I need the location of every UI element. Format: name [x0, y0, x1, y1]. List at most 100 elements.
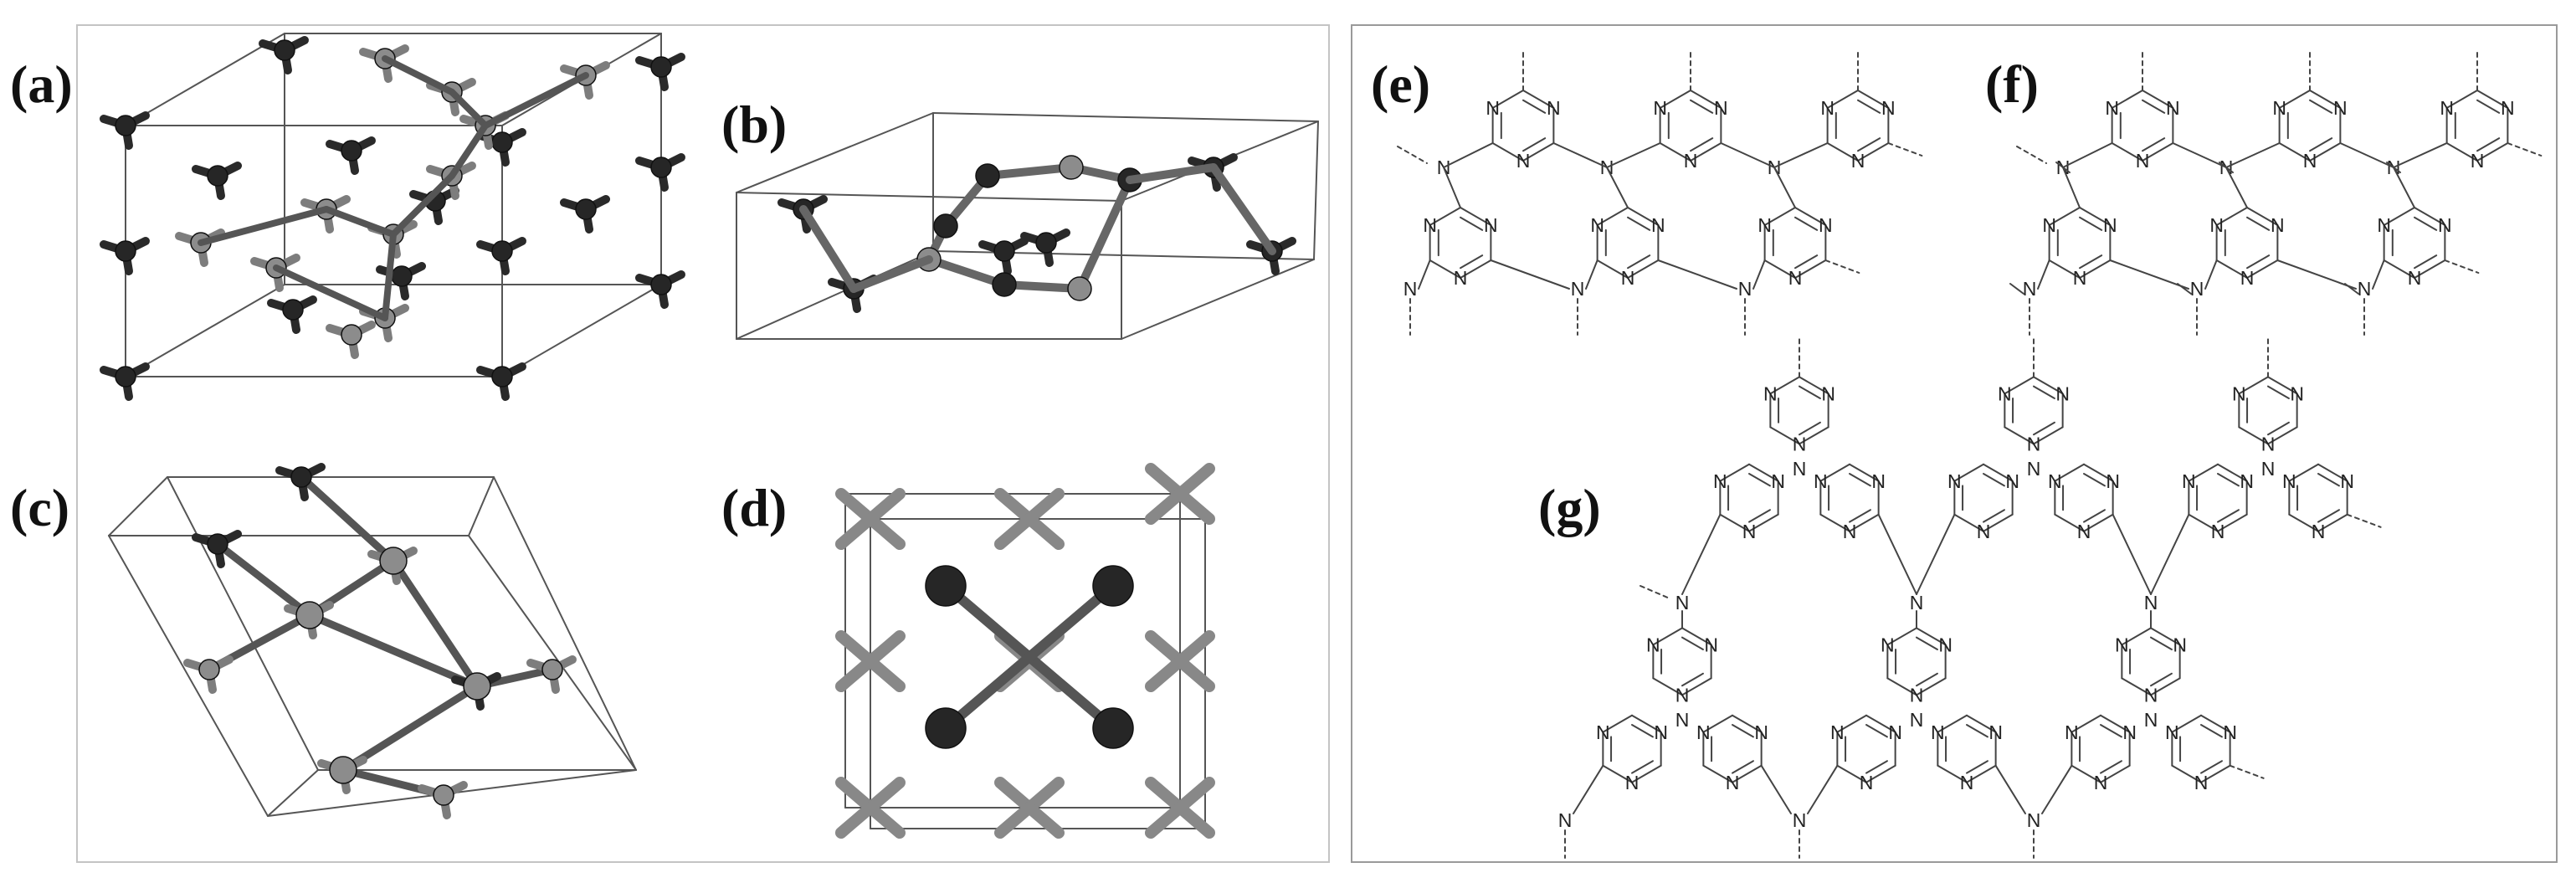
cell-edge	[108, 476, 168, 536]
triazine-ring: NNN	[1931, 714, 2003, 793]
ring-bond	[2267, 376, 2298, 395]
dark-atom	[207, 165, 228, 187]
ring-bond	[1627, 207, 1660, 226]
cell-edge	[125, 284, 285, 377]
ring-bond	[2142, 90, 2174, 109]
ring-bond	[2111, 142, 2143, 162]
ring-bond	[2100, 764, 2131, 783]
nitrogen-atom-label: N	[2027, 458, 2041, 480]
bond	[1024, 488, 1065, 525]
ring-bond	[2171, 764, 2202, 783]
fragment	[100, 362, 150, 401]
triazine-ring: NNN	[2048, 463, 2120, 542]
ring-bond	[2033, 426, 2064, 445]
nitrogen-atom-label: N	[1704, 634, 1718, 655]
ring-bond	[1799, 376, 1829, 395]
bond	[865, 630, 906, 667]
ring-bond	[2188, 463, 2219, 482]
ring-bond	[1865, 764, 1896, 783]
dark-atom	[650, 56, 672, 78]
nitrogen-atom-label: N	[1793, 809, 1807, 831]
fragment	[192, 162, 242, 200]
ring-bond	[1631, 714, 1662, 733]
triazine-ring: NNN	[1830, 714, 1902, 793]
ring-bond	[2054, 463, 2085, 482]
ring-bond	[1596, 259, 1629, 279]
ring-bond	[2383, 207, 2415, 226]
bond	[1145, 463, 1186, 500]
ring-bond	[2414, 207, 2446, 226]
bridge-bond	[1490, 259, 1570, 290]
double-bond	[1690, 99, 1714, 114]
nitrogen-atom-label: N	[2073, 267, 2087, 289]
ring-bond	[1631, 764, 1662, 783]
fragment	[100, 237, 150, 275]
dark-atom	[290, 466, 312, 488]
bridge-bond	[1573, 764, 1604, 814]
bridge-bond	[1657, 259, 1737, 290]
double-bond	[1857, 137, 1881, 152]
dark-atom	[115, 240, 136, 262]
ring-bond	[1769, 376, 1800, 395]
nitrogen-atom-label: N	[2438, 214, 2452, 236]
dark-atom	[1092, 565, 1134, 607]
ring-bond	[1681, 627, 1712, 646]
bridge-bond	[1681, 513, 1722, 595]
ring-bond	[2048, 207, 2081, 226]
nitrogen-atom-label: N	[2240, 267, 2255, 289]
double-bond	[2217, 509, 2240, 523]
fragment	[635, 270, 685, 309]
double-bond	[2386, 162, 2401, 173]
ring-bond	[2121, 677, 2152, 696]
fragment	[476, 237, 526, 275]
bond	[1174, 777, 1215, 814]
triazine-ring: NNN	[2065, 714, 2137, 793]
nitrogen-atom-label: N	[2303, 150, 2317, 172]
cell-edge	[932, 250, 1315, 260]
cell-edge	[167, 476, 319, 771]
ring-bond	[2288, 513, 2319, 532]
ring-bond	[2121, 627, 2152, 646]
triazine-ring: NNN	[2182, 463, 2254, 542]
bond	[1145, 488, 1186, 525]
double-bond	[1748, 473, 1771, 487]
panel-label-c: (c)	[10, 478, 69, 537]
ring-bond	[1886, 627, 1917, 646]
ring-bond	[1886, 677, 1917, 696]
panel-label-f: (f)	[1985, 54, 2039, 114]
triazine-ring: NNN	[2272, 90, 2348, 172]
ring-bond	[2278, 142, 2311, 162]
ring-bond	[1953, 513, 1984, 532]
bond	[865, 802, 906, 839]
nitrogen-atom-label: N	[2261, 433, 2276, 454]
double-bond	[1690, 137, 1714, 152]
ring-bond	[1849, 463, 1880, 482]
nitrogen-atom-label: N	[1486, 97, 1500, 119]
ring-bond	[2317, 463, 2348, 482]
dark-atom	[115, 115, 136, 136]
ring-bond	[1763, 207, 1796, 226]
bond	[1174, 655, 1215, 692]
double-bond	[2177, 283, 2192, 295]
double-bond	[2100, 760, 2122, 774]
double-bond	[2079, 254, 2103, 270]
nitrogen-atom-label: N	[1860, 772, 1874, 793]
nitrogen-atom-label: N	[1763, 382, 1778, 404]
double-bond	[1799, 421, 1821, 436]
bond	[390, 172, 455, 238]
dark-atom	[391, 265, 413, 287]
crystal-structure-a	[100, 33, 685, 401]
fragment	[183, 655, 233, 694]
ring-bond	[1748, 513, 1779, 532]
nitrogen-atom-label: N	[2122, 721, 2137, 743]
nitrogen-atom-label: N	[1938, 634, 1953, 655]
nitrogen-atom-label: N	[1881, 634, 1895, 655]
light-atom	[1059, 155, 1084, 180]
cell-edge	[468, 476, 495, 536]
bridge-bond	[2372, 259, 2385, 290]
bridge-bond	[2204, 259, 2218, 290]
ring-bond	[2445, 90, 2478, 109]
bond	[835, 655, 876, 692]
bond	[849, 255, 933, 293]
ring-bond	[1794, 259, 1827, 279]
